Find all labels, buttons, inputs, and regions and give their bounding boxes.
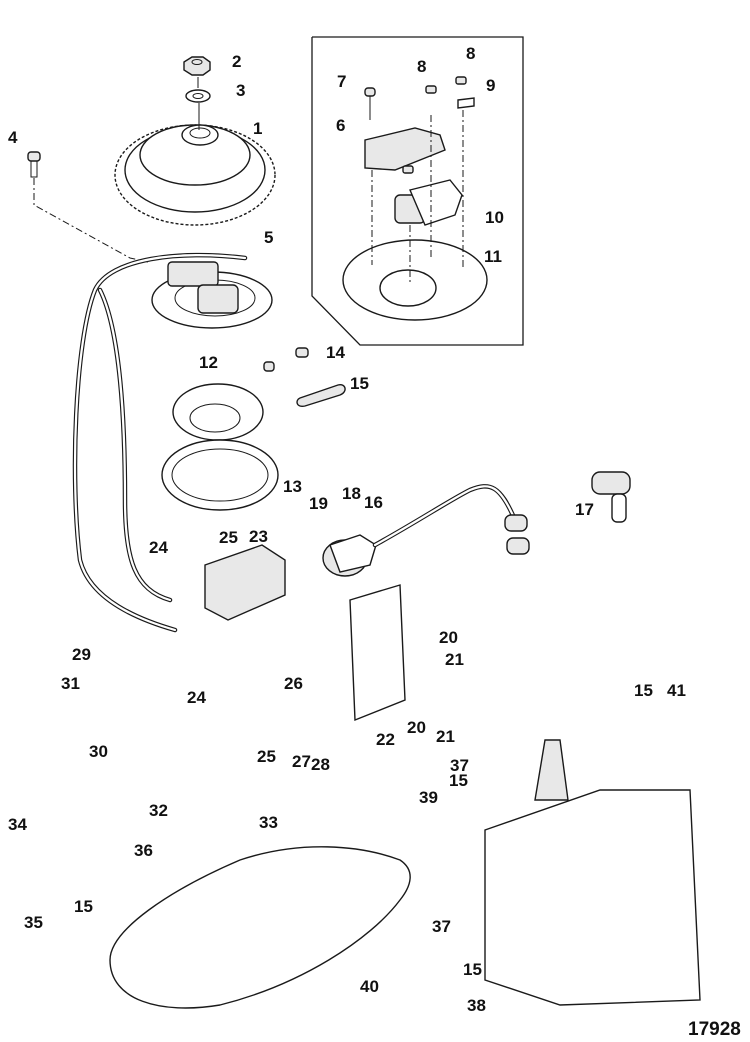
callout-24-upper: 24 (149, 538, 168, 557)
callout-7: 7 (337, 72, 346, 91)
spark-plug-cap (591, 471, 631, 523)
flywheel (114, 124, 276, 226)
callout-3: 3 (236, 81, 245, 100)
callout-20-lower: 20 (407, 718, 426, 737)
callout-15-left: 15 (74, 897, 93, 916)
callout-16: 16 (364, 493, 383, 512)
powerhead (484, 739, 701, 1006)
bottom-cowl (109, 846, 411, 1009)
wiring-harness (72, 252, 248, 633)
callout-labels: 1 2 3 4 5 6 7 8 8 9 10 11 12 13 14 15 15… (8, 44, 741, 1040)
screw-14 (263, 347, 309, 372)
callout-31: 31 (61, 674, 80, 693)
callout-15-right: 15 (634, 681, 653, 700)
callout-8a: 8 (417, 57, 426, 76)
flywheel-nut (183, 56, 211, 76)
inset-trigger-coil (394, 179, 463, 226)
screw (27, 151, 41, 178)
callout-28: 28 (311, 755, 330, 774)
stator-bracket-ring (161, 439, 279, 511)
callout-1: 1 (253, 119, 262, 138)
flywheel-washer (185, 89, 211, 103)
ignition-coil (322, 534, 377, 577)
callout-37-lower: 37 (432, 917, 451, 936)
callout-29: 29 (72, 645, 91, 664)
callout-12: 12 (199, 353, 218, 372)
callout-33: 33 (259, 813, 278, 832)
callout-11: 11 (484, 247, 502, 266)
inset-charging-coil (364, 127, 446, 171)
callout-37-upper: 37 (450, 756, 469, 775)
timing-plate (172, 383, 264, 441)
stator-assembly (151, 261, 273, 329)
inset-detail-box (311, 36, 524, 346)
callout-25-lower: 25 (257, 747, 276, 766)
callout-40: 40 (360, 977, 379, 996)
callout-9: 9 (486, 76, 495, 95)
callout-21-lower: 21 (436, 727, 455, 746)
callout-38: 38 (467, 996, 486, 1015)
callout-20-upper: 20 (439, 628, 458, 647)
inset-stator-plate (342, 239, 488, 321)
callout-17: 17 (575, 500, 594, 519)
callout-15-mid: 15 (449, 771, 468, 790)
callout-30: 30 (89, 742, 108, 761)
callout-32: 32 (149, 801, 168, 820)
callout-18: 18 (342, 484, 361, 503)
callout-24-lower: 24 (187, 688, 206, 707)
callout-27: 27 (292, 752, 311, 771)
inset-screws (364, 76, 475, 174)
callout-8b: 8 (466, 44, 475, 63)
callout-34: 34 (8, 815, 27, 834)
callout-10: 10 (485, 208, 504, 227)
callout-35: 35 (24, 913, 43, 932)
callout-6: 6 (336, 116, 345, 135)
mounting-bracket (349, 584, 406, 722)
switch-box (204, 544, 286, 621)
callout-26: 26 (284, 674, 303, 693)
callout-25-upper: 25 (219, 528, 238, 547)
callout-39: 39 (419, 788, 438, 807)
callout-2: 2 (232, 52, 241, 71)
callout-23: 23 (249, 527, 268, 546)
spark-plug-leads (372, 484, 530, 555)
callout-13: 13 (283, 477, 302, 496)
callout-19: 19 (309, 494, 328, 513)
callout-15-top: 15 (350, 374, 369, 393)
callout-15-lower: 15 (463, 960, 482, 979)
ground-strap (296, 384, 346, 408)
figure-number: 17928 (688, 1019, 741, 1040)
callout-41: 41 (667, 681, 686, 700)
callout-36: 36 (134, 841, 153, 860)
callout-22: 22 (376, 730, 395, 749)
callout-21-upper: 21 (445, 650, 464, 669)
callout-5: 5 (264, 228, 273, 247)
callout-4: 4 (8, 128, 18, 147)
callout-14: 14 (326, 343, 345, 362)
